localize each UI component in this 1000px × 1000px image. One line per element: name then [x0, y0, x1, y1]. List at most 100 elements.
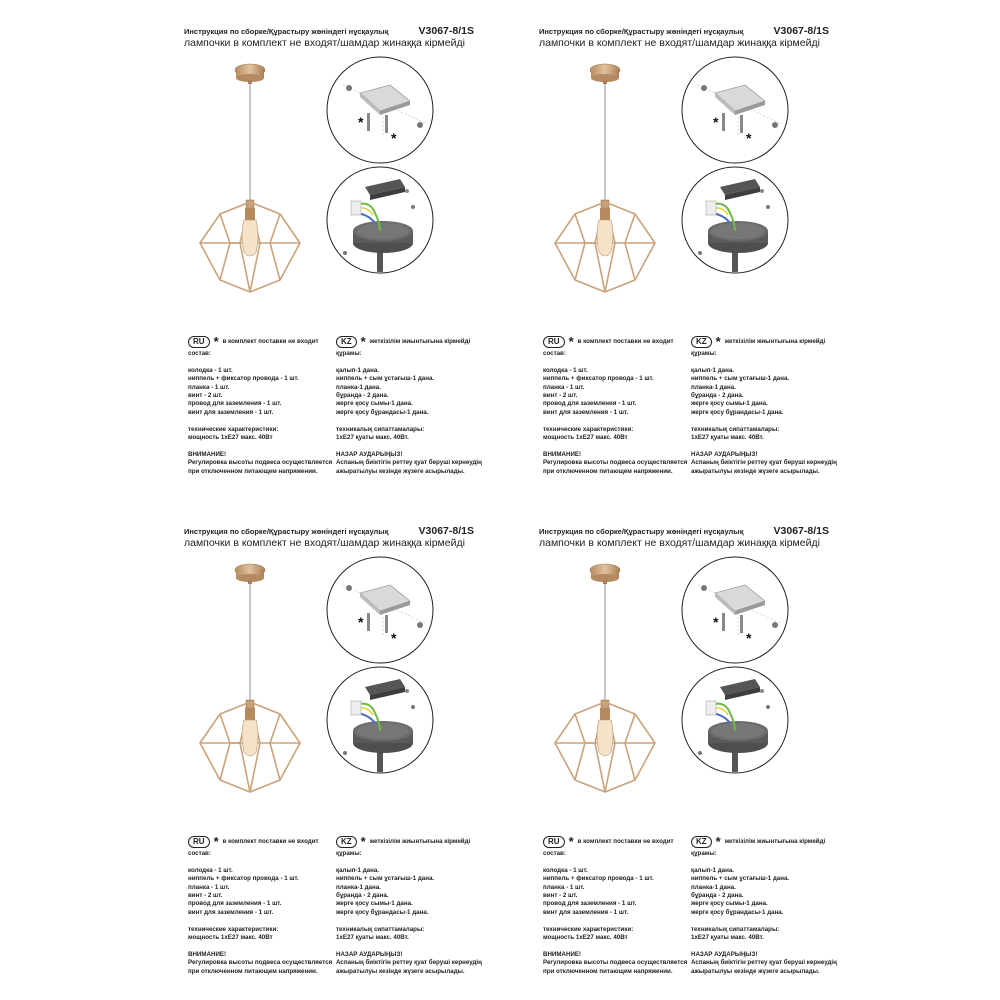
kz-not-included-note: жеткізілім жиынтығына кірмейді — [724, 837, 826, 845]
kz-contents-heading: құрамы: — [691, 350, 717, 357]
kz-not-included-note: жеткізілім жиынтығына кірмейді — [724, 337, 826, 345]
star-symbol: * — [360, 334, 366, 349]
kz-item: жерге қосу сымы-1 дана. — [691, 400, 768, 408]
ru-contents-heading: состав: — [543, 850, 566, 857]
kz-contents-heading: құрамы: — [336, 350, 362, 357]
instruction-title: Инструкция по сборке/Құрастыру жөніндегі… — [184, 527, 389, 536]
not-included-star-mark: * — [713, 614, 719, 630]
ru-tech-heading: технические характеристики: — [543, 925, 634, 933]
model-code: V3067-8/1S — [418, 25, 474, 37]
kz-tech-heading: техникалық сипаттамалары: — [336, 925, 425, 933]
ru-item: винт - 2 шт. — [188, 892, 223, 900]
ru-item: колодка - 1 шт. — [543, 866, 588, 874]
wiring-assembly-diagram — [681, 666, 789, 774]
not-included-star-mark: * — [391, 630, 397, 646]
ru-warning-line: Регулировка высоты подвеса осуществляетс… — [543, 959, 688, 967]
kz-item: жерге қосу бұрандасы-1 дана. — [691, 408, 784, 416]
wiring-assembly-diagram — [326, 166, 434, 274]
kz-not-included-note: жеткізілім жиынтығына кірмейді — [369, 337, 471, 345]
kz-item: ниппель + сым ұстағыш-1 дана. — [336, 375, 435, 383]
ru-language-badge: RU — [543, 836, 565, 848]
ru-warning-line: при отключенном питающем напряжении. — [188, 467, 318, 475]
ru-item: винт - 2 шт. — [543, 892, 578, 900]
ru-section: RU * в комплект поставки не входит соста… — [188, 835, 338, 976]
wiring-assembly-diagram — [681, 166, 789, 274]
kz-item: қалып-1 дана. — [691, 866, 734, 874]
ru-language-badge: RU — [543, 336, 565, 348]
kz-item: бұранда - 2 дана. — [336, 392, 389, 400]
model-code: V3067-8/1S — [418, 525, 474, 537]
kz-item: жерге қосу бұрандасы-1 дана. — [336, 908, 429, 916]
kz-tech-value: 1xE27 қуаты макс. 40Вт. — [336, 934, 409, 942]
ru-tech-heading: технические характеристики: — [188, 425, 279, 433]
kz-section: KZ * жеткізілім жиынтығына кірмейді құра… — [336, 334, 486, 476]
not-included-star-mark: * — [746, 130, 752, 146]
ru-item: планка - 1 шт. — [543, 883, 585, 891]
ru-item: винт для заземления - 1 шт. — [543, 908, 629, 916]
ru-item: планка - 1 шт. — [188, 383, 230, 391]
ru-contents-heading: состав: — [543, 350, 566, 357]
kz-warning-line: ажыратылуы кезінде жүзеге асырылады. — [691, 967, 820, 975]
kz-warning-line: ажыратылуы кезінде жүзеге асырылады. — [336, 967, 465, 975]
ru-item: провод для заземления - 1 шт. — [543, 400, 637, 408]
kz-item: планка-1 дана. — [691, 383, 736, 391]
ru-warning-line: Регулировка высоты подвеса осуществляетс… — [188, 959, 333, 967]
ru-warning-heading: ВНИМАНИЕ! — [543, 450, 582, 458]
ru-not-included-note: в комплект поставки не входит — [222, 337, 319, 345]
star-symbol: * — [715, 334, 721, 349]
ru-warning-line: Регулировка высоты подвеса осуществляетс… — [543, 459, 688, 467]
kz-tech-heading: техникалық сипаттамалары: — [691, 925, 780, 933]
ru-section: RU * в комплект поставки не входит соста… — [543, 834, 693, 976]
kz-item: жерге қосу бұрандасы-1 дана. — [691, 908, 784, 916]
mounting-bracket-diagram: * * — [326, 56, 434, 164]
ru-item: ниппель + фиксатор провода - 1 шт. — [188, 875, 299, 883]
ru-warning-line: при отключенном питающем напряжении. — [543, 967, 673, 975]
mounting-bracket-diagram: * * — [681, 56, 789, 164]
kz-tech-heading: техникалық сипаттамалары: — [691, 425, 780, 433]
ru-warning-line: при отключенном питающем напряжении. — [543, 467, 673, 475]
ru-section: RU * в комплект поставки не входит соста… — [543, 335, 693, 476]
ru-section: RU * в комплект поставки не входит соста… — [188, 334, 338, 476]
kz-item: планка-1 дана. — [691, 883, 736, 891]
star-symbol: * — [213, 334, 219, 349]
kz-section: KZ * жеткізілім жиынтығына кірмейді құра… — [336, 834, 486, 976]
kz-language-badge: KZ — [691, 336, 712, 348]
ru-item: планка - 1 шт. — [543, 383, 585, 391]
kz-contents-heading: құрамы: — [691, 850, 717, 857]
bulbs-not-included-note: лампочки в комплект не входят/шамдар жин… — [539, 537, 820, 549]
pendant-lamp-illustration — [199, 63, 301, 293]
kz-item: қалып-1 дана. — [691, 366, 734, 374]
kz-item: қалып-1 дана. — [336, 866, 379, 874]
ru-item: колодка - 1 шт. — [188, 866, 233, 874]
kz-contents-heading: құрамы: — [336, 850, 362, 857]
not-included-star-mark: * — [391, 130, 397, 146]
instruction-sheet: Инструкция по сборке/Құрастыру жөніндегі… — [355, 0, 855, 500]
instruction-sheet: Инструкция по сборке/Құрастыру жөніндегі… — [355, 500, 855, 1000]
bulbs-not-included-note: лампочки в комплект не входят/шамдар жин… — [184, 537, 465, 549]
kz-item: қалып-1 дана. — [336, 366, 379, 374]
kz-warning-heading: НАЗАР АУДАРЫҢЫЗ! — [691, 950, 758, 958]
kz-tech-value: 1xE27 қуаты макс. 40Вт. — [691, 434, 764, 442]
kz-warning-line: ажыратылуы кезінде жүзеге асырылады. — [691, 467, 820, 475]
star-symbol: * — [360, 834, 366, 849]
instruction-title: Инструкция по сборке/Құрастыру жөніндегі… — [539, 527, 744, 536]
not-included-star-mark: * — [746, 630, 752, 646]
ru-tech-value: мощность 1xE27 макс. 40Вт — [543, 934, 628, 942]
kz-warning-heading: НАЗАР АУДАРЫҢЫЗ! — [336, 950, 403, 958]
kz-item: ниппель + сым ұстағыш-1 дана. — [691, 875, 790, 883]
ru-contents-heading: состав: — [188, 850, 211, 857]
instruction-sheet: Инструкция по сборке/Құрастыру жөніндегі… — [0, 0, 500, 500]
ru-item: винт для заземления - 1 шт. — [188, 908, 274, 916]
ru-warning-line: при отключенном питающем напряжении. — [188, 967, 318, 975]
star-symbol: * — [715, 834, 721, 849]
ru-tech-value: мощность 1xE27 макс. 40Вт — [543, 434, 628, 442]
ru-contents-heading: состав: — [188, 350, 211, 357]
ru-tech-value: мощность 1xE27 макс. 40Вт — [188, 934, 273, 942]
kz-section: KZ * жеткізілім жиынтығына кірмейді құра… — [691, 334, 841, 476]
kz-warning-line: Аспаның биіктігін реттеу қуат беруші кер… — [336, 459, 482, 467]
star-symbol: * — [568, 834, 574, 849]
pendant-lamp-illustration — [554, 63, 656, 293]
ru-item: ниппель + фиксатор провода - 1 шт. — [543, 375, 654, 383]
mounting-bracket-diagram: * * — [681, 556, 789, 664]
kz-language-badge: KZ — [336, 336, 357, 348]
